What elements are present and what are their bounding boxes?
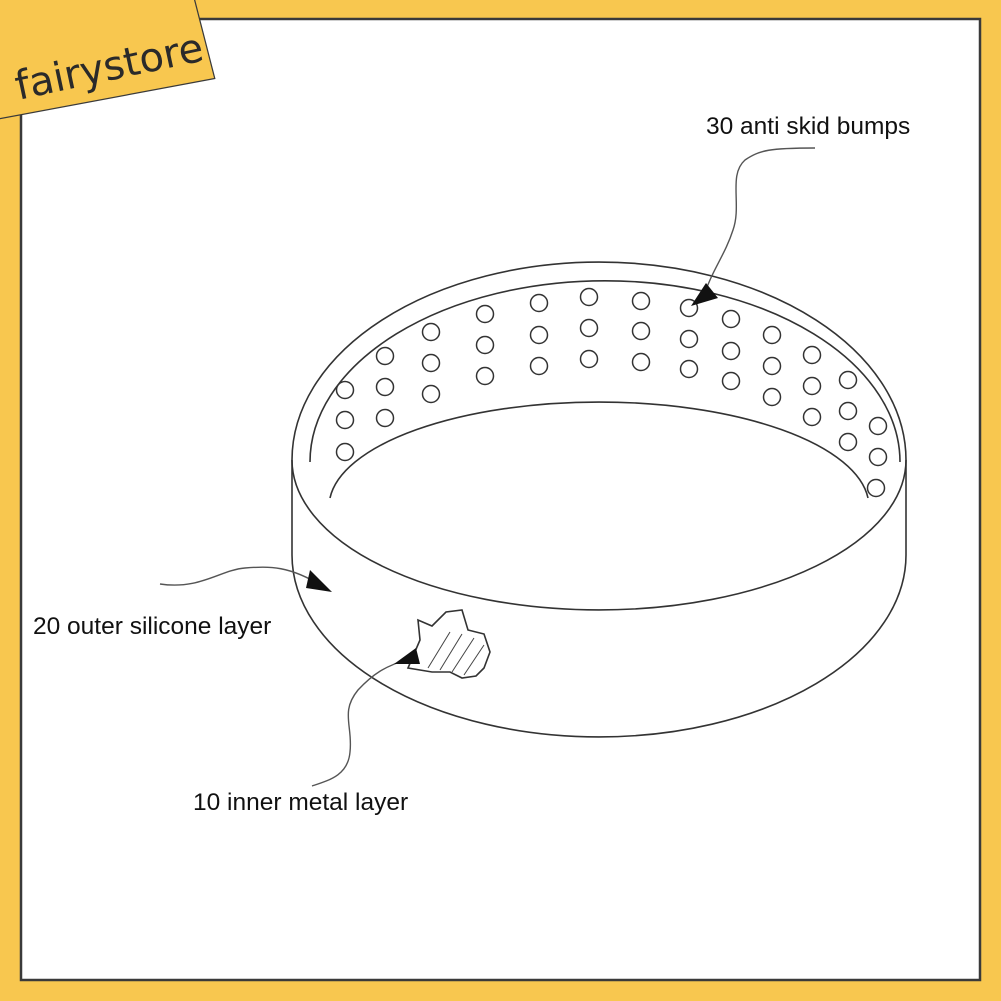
anti-skid-bump [579,349,599,369]
ring-top-rim-back [291,261,907,461]
anti-skid-bump [721,309,741,329]
anti-skid-bump [802,345,822,365]
ring-bottom-edge [291,554,907,738]
cutaway-section [406,609,491,679]
anti-skid-bump [631,291,651,311]
anti-skid-bump [335,380,355,400]
anti-skid-bumps [335,287,888,498]
anti-skid-bump [529,293,549,313]
anti-skid-bump [529,356,549,376]
diagram-panel [19,17,982,982]
anti-skid-bump [375,346,395,366]
ring-inner-wall-back [309,280,901,463]
arrowheads [306,283,718,664]
leader-inner-layer [311,657,413,787]
anti-skid-bump [721,341,741,361]
anti-skid-bump [375,377,395,397]
anti-skid-bump [421,353,441,373]
anti-skid-bump [631,352,651,372]
anti-skid-bump [421,322,441,342]
anti-skid-bump [866,478,886,498]
anti-skid-bump [868,447,888,467]
anti-skid-bump [335,410,355,430]
anti-skid-bump [838,432,858,452]
leader-anti-skid [702,147,816,299]
label-outer-silicone-layer: 20 outer silicone layer [33,613,271,640]
anti-skid-bump [631,321,651,341]
anti-skid-bump [679,329,699,349]
anti-skid-bump [475,304,495,324]
ring-inner-bottom-edge [329,401,869,499]
brand-tag-fill [0,0,214,118]
leader-outer-layer [159,566,323,587]
anti-skid-bump [802,407,822,427]
anti-skid-bump [721,371,741,391]
arrow-inner-layer-icon [394,648,420,664]
anti-skid-bump [762,325,782,345]
anti-skid-bump [375,408,395,428]
cutaway-hatch [427,631,485,676]
anti-skid-bump [335,442,355,462]
anti-skid-bump [762,387,782,407]
ring [291,261,907,738]
leader-lines [159,147,816,787]
anti-skid-bump [679,359,699,379]
ring-top-rim-front [291,459,907,611]
cutaway-outline [406,609,491,679]
label-inner-metal-layer: 10 inner metal layer [193,789,408,816]
anti-skid-bump [475,335,495,355]
anti-skid-bump [762,356,782,376]
label-anti-skid-bumps: 30 anti skid bumps [706,113,910,140]
arrow-outer-layer-icon [306,570,332,592]
anti-skid-bump [838,370,858,390]
anti-skid-bump [421,384,441,404]
anti-skid-bump [838,401,858,421]
anti-skid-bump [579,287,599,307]
arrow-anti-skid-icon [691,283,718,306]
anti-skid-bump [802,376,822,396]
anti-skid-bump [579,318,599,338]
anti-skid-bump [529,325,549,345]
anti-skid-bump [868,416,888,436]
anti-skid-bump [475,366,495,386]
